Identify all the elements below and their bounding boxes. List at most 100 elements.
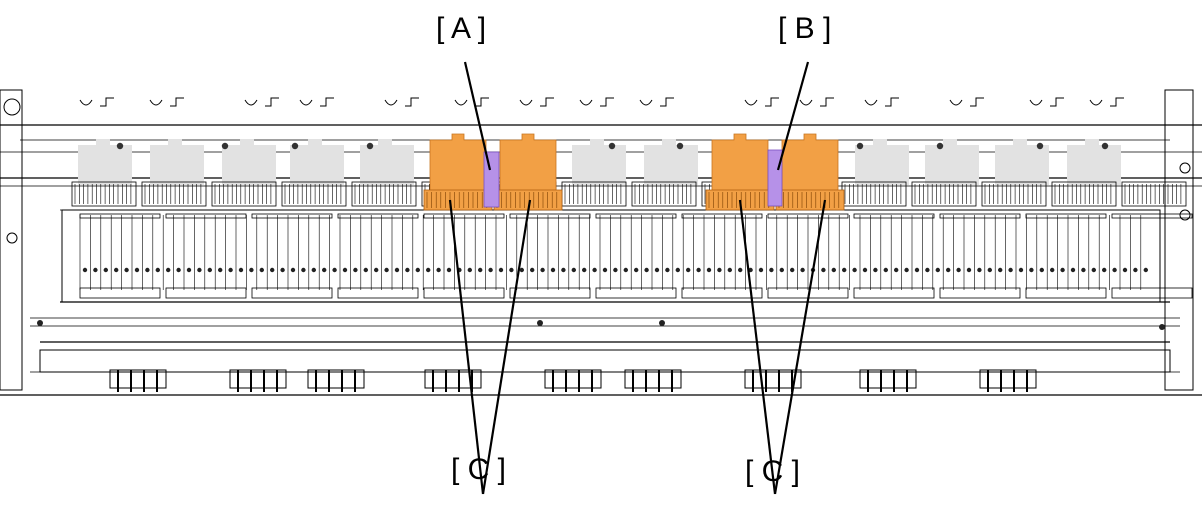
card-slot [734, 215, 743, 290]
top-bracket-mark [100, 97, 114, 107]
card-group-base [595, 287, 677, 299]
top-bracket-mark [170, 97, 184, 107]
connector-block [1051, 181, 1117, 207]
card-slot [1098, 215, 1107, 290]
screw [1101, 142, 1109, 150]
ghost-block [572, 139, 626, 185]
card-rack-outline [61, 209, 1161, 303]
card-slot [100, 215, 109, 290]
card-slot [870, 215, 878, 290]
card-group-top [939, 213, 1021, 219]
top-arc-mark [744, 99, 758, 106]
top-arc-mark [579, 99, 593, 106]
top-arc-mark [79, 99, 93, 106]
connector-block [71, 181, 137, 207]
card-slot [558, 215, 566, 290]
top-bracket-mark [475, 97, 489, 107]
screw [608, 142, 616, 150]
card-slot [173, 215, 181, 290]
top-arc-mark [519, 99, 533, 106]
top-arc-mark [864, 99, 878, 106]
card-group-base [165, 287, 247, 299]
bottom-clamp [307, 369, 365, 392]
card-slot [942, 215, 951, 290]
top-arc-mark [299, 99, 313, 106]
card-slot [890, 215, 899, 290]
connector-block [981, 181, 1047, 207]
ghost-block [150, 139, 204, 185]
card-slot [1015, 215, 1024, 290]
screw [856, 142, 864, 150]
top-arc-mark [454, 99, 468, 106]
card-slot [246, 215, 254, 290]
card-slot [672, 215, 680, 290]
screw [221, 142, 229, 150]
card-slot [526, 215, 535, 290]
card-slot [651, 215, 660, 290]
frame-hole [3, 98, 21, 116]
card-group-base [251, 287, 333, 299]
card-slot [277, 215, 285, 290]
screw [676, 142, 684, 150]
frame-hole [1179, 209, 1191, 221]
top-arc-mark [949, 99, 963, 106]
top-arc-mark [1089, 99, 1103, 106]
highlighted-cartridge-c1 [429, 133, 487, 196]
card-slot [121, 215, 129, 290]
card-slot [838, 215, 847, 290]
card-group-top [423, 213, 505, 219]
card-group-base [337, 287, 419, 299]
top-bracket-mark [320, 97, 334, 107]
card-slot [360, 215, 368, 290]
card-group-top [853, 213, 935, 219]
ghost-block [925, 139, 979, 185]
card-slot [849, 215, 857, 290]
card-group-top [337, 213, 419, 219]
card-slot [599, 215, 608, 290]
card-slot [402, 215, 410, 290]
highlighted-cartridge-c4 [781, 133, 839, 196]
card-slot [90, 215, 98, 290]
card-slot [339, 215, 348, 290]
card-group-top [1025, 213, 1107, 219]
card-slot [1046, 215, 1055, 290]
card-slot [183, 215, 192, 290]
part-a-highlight [483, 151, 500, 208]
top-arc-mark [384, 99, 398, 106]
card-group-base [939, 287, 1021, 299]
top-bracket-mark [1050, 97, 1064, 107]
screw [366, 142, 374, 150]
card-slot [194, 215, 202, 290]
connector-strip [71, 181, 1187, 207]
card-slot [474, 215, 483, 290]
card-slot [682, 215, 691, 290]
connector-block [1121, 181, 1187, 207]
card-slot [547, 215, 556, 290]
card-slot [922, 215, 930, 290]
bottom-clamp [624, 369, 682, 392]
card-slot [1036, 215, 1045, 290]
card-slot [568, 215, 576, 290]
card-slot [797, 215, 805, 290]
card-slot [984, 215, 992, 290]
callout-c-right-label: [ C ] [745, 455, 801, 488]
card-slot [537, 215, 545, 290]
top-arc-mark [149, 99, 163, 106]
ghost-block [1067, 139, 1121, 185]
top-bracket-mark [540, 97, 554, 107]
card-slot [578, 215, 587, 290]
top-arc-mark [244, 99, 258, 106]
card-group-top [79, 213, 161, 219]
card-slot [1078, 215, 1086, 290]
card-slot [308, 215, 316, 290]
card-group-top [767, 213, 849, 219]
card-slot [953, 215, 961, 290]
card-group-base [681, 287, 763, 299]
card-slot [464, 215, 472, 290]
card-slot [485, 215, 493, 290]
card-slot [433, 215, 441, 290]
card-slot [714, 215, 722, 290]
ghost-block [290, 139, 344, 185]
card-slot [287, 215, 296, 290]
card-slot [412, 215, 420, 290]
